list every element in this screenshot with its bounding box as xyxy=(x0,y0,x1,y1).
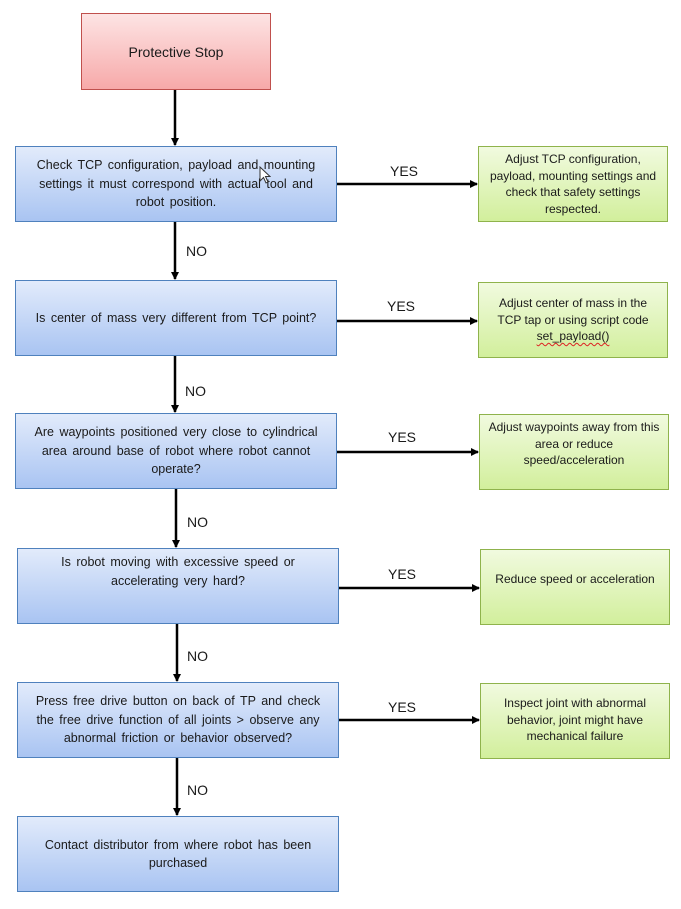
mouse-cursor-icon xyxy=(259,166,271,184)
no-label-d5: NO xyxy=(187,782,208,798)
no-label-d4: NO xyxy=(187,648,208,664)
action-node-reduce-speed: Reduce speed or acceleration xyxy=(480,549,670,625)
action-node-text: Inspect joint with abnormal behavior, jo… xyxy=(503,696,647,743)
terminal-node-contact-distributor: Contact distributor from where robot has… xyxy=(17,816,339,892)
decision-node-speed: Is robot moving with excessive speed or … xyxy=(17,548,339,624)
decision-node-text: Check TCP configuration, payload and mou… xyxy=(36,158,316,210)
action-node-adjust-center-of-mass: Adjust center of mass in the TCP tap or … xyxy=(478,282,668,358)
yes-label-d1: YES xyxy=(390,163,419,179)
yes-label-d3: YES xyxy=(388,429,417,445)
decision-node-center-of-mass: Is center of mass very different from TC… xyxy=(15,280,337,356)
no-label-d1: NO xyxy=(186,243,207,259)
start-node-protective-stop: Protective Stop xyxy=(81,13,271,90)
action-node-text: Reduce speed or acceleration xyxy=(495,572,655,586)
decision-node-free-drive: Press free drive button on back of TP an… xyxy=(17,682,339,758)
decision-node-tcp-config: Check TCP configuration, payload and mou… xyxy=(15,146,337,222)
action-node-text: Adjust center of mass in the TCP tap or … xyxy=(487,295,659,345)
yes-label-d5: YES xyxy=(388,699,417,715)
action-node-adjust-tcp: Adjust TCP configuration, payload, mount… xyxy=(478,146,668,222)
decision-node-text: Press free drive button on back of TP an… xyxy=(35,694,321,746)
yes-label-d4: YES xyxy=(388,566,417,582)
decision-node-waypoints: Are waypoints positioned very close to c… xyxy=(15,413,337,489)
decision-node-text: Are waypoints positioned very close to c… xyxy=(34,425,318,477)
decision-node-text: Is center of mass very different from TC… xyxy=(35,310,317,325)
start-node-label: Protective Stop xyxy=(128,43,224,60)
action-node-text-main: Adjust center of mass in the TCP tap or … xyxy=(497,296,649,327)
action-node-text: Adjust waypoints away from this area or … xyxy=(488,420,660,467)
action-node-inspect-joint: Inspect joint with abnormal behavior, jo… xyxy=(480,683,670,759)
no-label-d2: NO xyxy=(185,383,206,399)
action-node-text: Adjust TCP configuration, payload, mount… xyxy=(489,152,657,216)
decision-node-text: Is robot moving with excessive speed or … xyxy=(61,555,295,588)
no-label-d3: NO xyxy=(187,514,208,530)
yes-label-d2: YES xyxy=(387,298,416,314)
action-node-code-snippet: set_payload() xyxy=(536,329,610,343)
terminal-node-text: Contact distributor from where robot has… xyxy=(44,837,312,871)
action-node-adjust-waypoints: Adjust waypoints away from this area or … xyxy=(479,414,669,490)
